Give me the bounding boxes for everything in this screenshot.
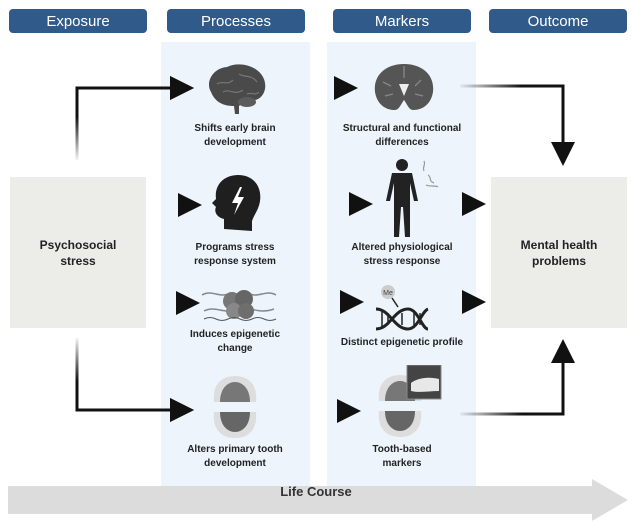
arrow-tooth-outcome	[460, 345, 565, 416]
header-processes: Processes	[167, 9, 305, 33]
exposure-line2: stress	[60, 253, 96, 268]
chromatin-icon	[201, 290, 277, 321]
teeth-marker-icon	[378, 365, 442, 437]
human-body-icon	[386, 159, 439, 237]
methyl-group-icon	[381, 285, 395, 299]
outcome-line2: problems	[531, 253, 586, 268]
head-stress-icon	[212, 175, 261, 231]
header-exposure: Exposure	[9, 9, 147, 33]
header-markers: Markers	[333, 9, 471, 33]
outcome-line1: Mental health	[520, 237, 598, 252]
life-course-label: Life Course	[280, 484, 352, 499]
header-outcome: Outcome	[489, 9, 627, 33]
exposure-line1: Psychosocial	[39, 237, 117, 252]
dna-methyl-icon: Me	[375, 285, 429, 331]
brain-icon	[208, 64, 266, 114]
life-course-arrow	[8, 479, 628, 521]
brain-section-icon	[374, 64, 434, 110]
teeth-icon	[213, 376, 257, 438]
svg-text:Me: Me	[383, 290, 393, 297]
marker-label-epigenetic-profile: Distinct epigenetic profile	[340, 337, 464, 348]
